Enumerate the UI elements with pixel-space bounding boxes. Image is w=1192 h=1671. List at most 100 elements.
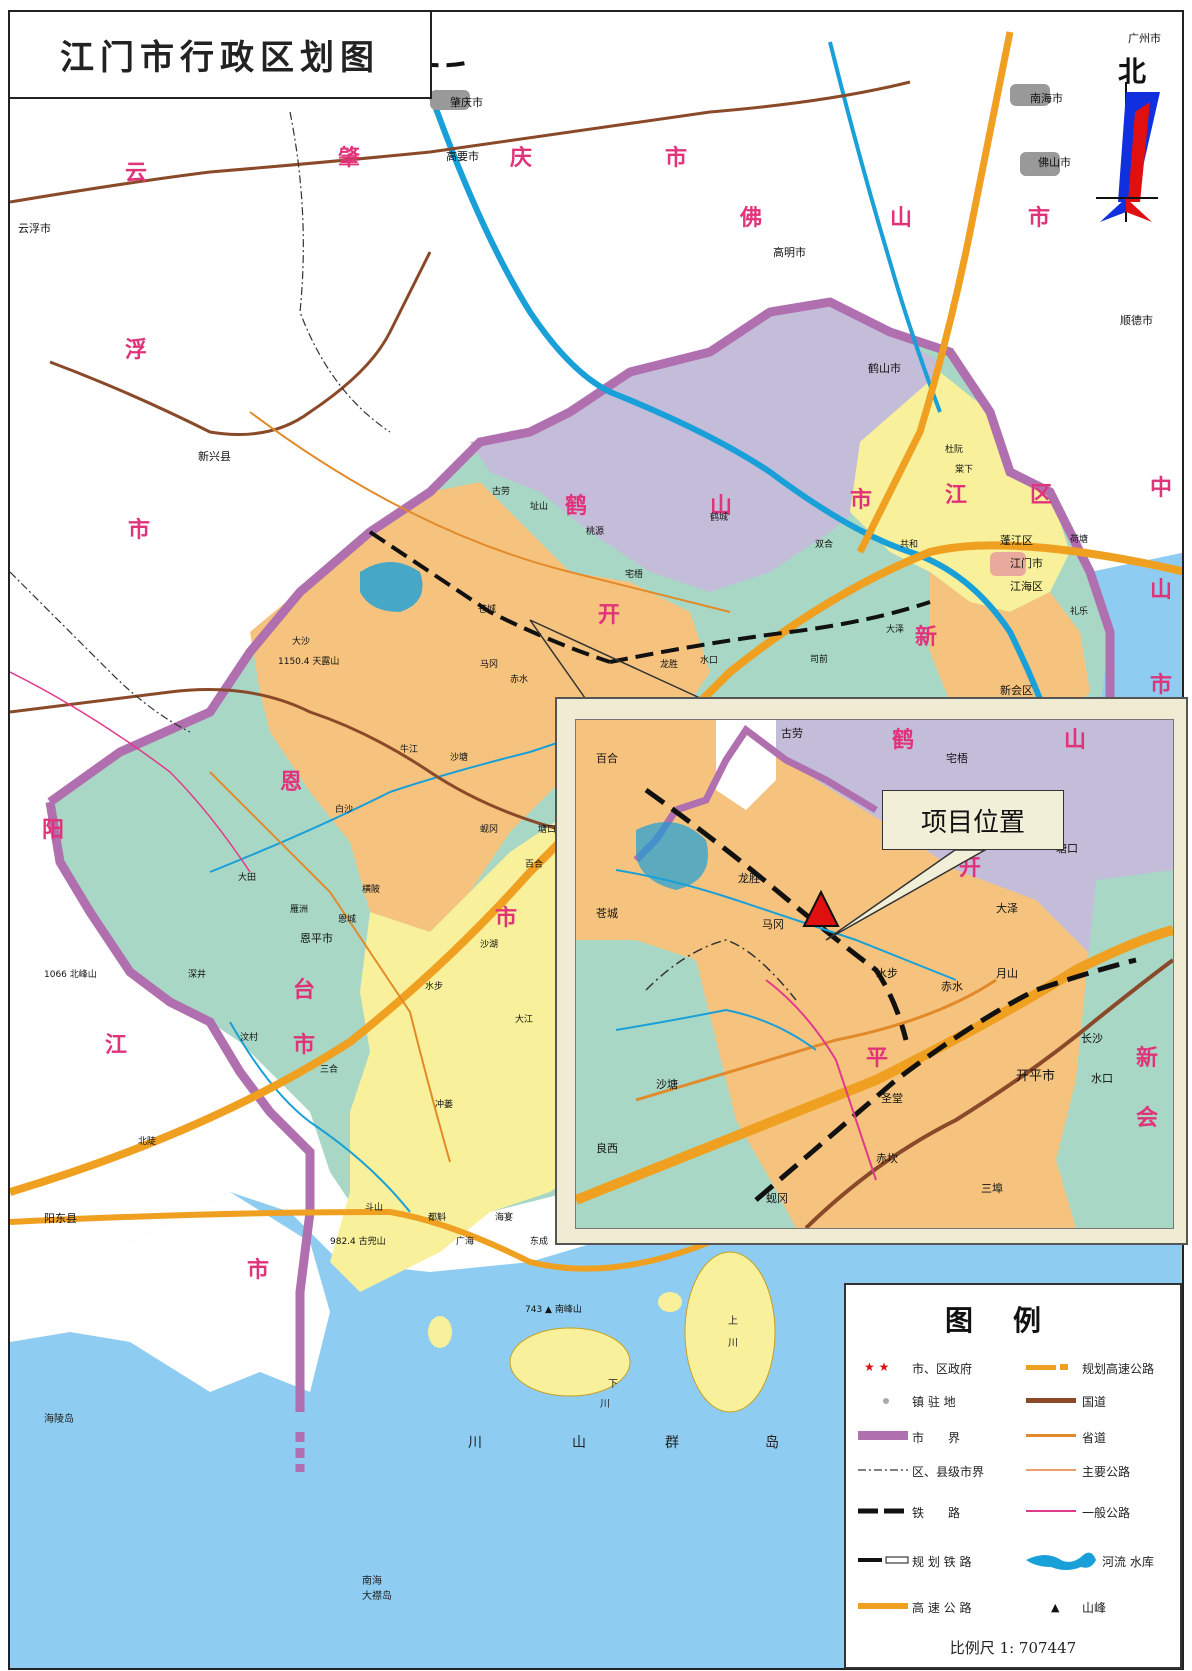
town-label: 棠下 [955,465,974,475]
legend-label: 国道 [1082,1395,1107,1409]
inset-railway-2 [754,957,1137,1202]
national-road-3 [10,688,571,834]
inset-town-label: 大泽 [996,902,1018,915]
inset-town-label: 良西 [596,1142,618,1155]
town-label: 礼乐 [1070,607,1089,617]
inset-town-label: 古劳 [781,727,803,740]
inset-town-label: 赤水 [941,980,963,993]
legend-label: 区、县级市界 [912,1465,985,1479]
town-label: 汶村 [240,1033,259,1043]
inset-town-label: 长沙 [1081,1032,1103,1045]
inset-region-label: 平 [866,1046,889,1071]
town-label: 横陂 [362,885,381,895]
legend-label: 河流 水库 [1102,1555,1154,1569]
sea-label: 南海 大襟岛 [362,1576,392,1602]
sea-label: 山 [572,1435,586,1451]
city-border-west [45,801,315,1412]
inset-town-label: 三埠 [981,1182,1003,1195]
inset-town-label: 沙塘 [656,1078,678,1091]
region-label: 新 [915,625,938,650]
sea-label: 群 [665,1435,679,1451]
region-label: 台 [293,978,316,1003]
legend-label: 一般公路 [1082,1506,1131,1520]
heshan-purple [470,302,940,592]
town-label: 1150.4 天露山 [278,657,340,667]
inset-general-road [765,979,877,1181]
town-label: 鹤城 [710,513,729,523]
region-label: 佛 [740,206,763,231]
town-label: 蚬冈 [480,825,499,835]
national-road [10,80,911,204]
region-label: 山 [890,206,913,231]
north-label: 北 [1118,55,1147,88]
region-label: 云 [125,161,148,186]
reservoir [360,562,423,612]
city-label: 高明市 [773,246,806,259]
scale-label: 比例尺 1: 707447 [949,1639,1077,1657]
county-border-2 [10,571,191,733]
sea-label: 上 [728,1316,738,1327]
town-label: 牛江 [400,745,419,755]
legend-label: 市、区政府 [912,1362,973,1376]
region-label: 鹤 [565,494,588,519]
jiangmen-urban [990,552,1026,576]
town-label: 都斛 [428,1213,447,1223]
inset-green-east [1056,870,1173,1228]
town-label: 北陡 [138,1137,157,1147]
legend-label: 高 速 公 路 [912,1601,972,1615]
inset-region-label: 山 [1064,728,1087,753]
legend-title: 图例 [944,1304,1081,1337]
city-label: 新兴县 [198,450,231,463]
town-label: 百合 [525,860,544,870]
foshan-urban [1020,152,1060,176]
town-label: 大沙 [292,637,311,647]
town-label: 白沙 [335,805,354,815]
sea-label: 川 [728,1338,738,1349]
city-label: 高要市 [446,150,479,163]
svg-text:▲: ▲ [1051,1601,1060,1614]
shangchuan-island [684,1251,776,1413]
city-label: 南海市 [1030,92,1063,105]
town-label: 马冈 [480,660,499,670]
zhaoqing-urban [430,90,470,110]
sea-label: 川 [468,1435,482,1451]
town-label: 海宴 [495,1213,514,1223]
town-label: 共和 [900,540,919,550]
town-label: 司前 [810,655,829,665]
town-label: 沙湖 [480,940,499,950]
inset-region-label: 会 [1136,1106,1159,1131]
city-border-line [47,297,1115,806]
project-location-callout: 项目位置 [882,790,1064,850]
region-label: 阳 [42,818,65,843]
region-label: 江 [105,1033,128,1058]
inset-river-2 [615,1008,817,1051]
inset-map-panel: 鹤 山 开 平 新 会 开平市 龙胜 苍城 马冈 水口 月山 沙塘 长沙 三埠 … [555,697,1188,1245]
inset-region-label: 新 [1136,1046,1159,1071]
inset-town-label: 赤坎 [876,1152,898,1165]
expressway-south [10,1208,712,1272]
expressway-north [856,31,1014,554]
sea-label: 海陵岛 [44,1414,74,1425]
city-label: 鹤山市 [868,362,901,375]
svg-text:★ ★: ★ ★ [864,1360,889,1374]
legend-label: 市 界 [912,1431,961,1445]
inset-town-label: 月山 [996,967,1018,980]
region-label: 中 [1150,476,1173,501]
town-label: 大江 [515,1015,534,1025]
county-border-1 [289,111,391,433]
city-label: 恩平市 [300,932,333,945]
inset-map: 鹤 山 开 平 新 会 开平市 龙胜 苍城 马冈 水口 月山 沙塘 长沙 三埠 … [575,719,1174,1229]
town-label: 982.4 古兜山 [330,1237,386,1247]
railway-2 [609,600,931,664]
inset-town-label: 水步 [876,967,898,980]
inset-pointer-1 [529,619,586,699]
small-island-1 [428,1316,452,1348]
legend-symbols: ★ ★ ▲ [858,1360,1096,1614]
inset-provincial [635,978,997,1102]
inset-town-label: 宅梧 [946,752,968,765]
town-label: 荷塘 [1070,535,1089,545]
legend: 图例 ★ ★ ▲ 市、区政府 规划高速公路 镇 驻 地 国道 市 界 省道 区、… [844,1283,1182,1669]
map-title: 江门市行政区划图 [10,12,432,99]
region-label: 区 [1030,483,1053,508]
inset-town-label: 马冈 [762,918,784,931]
